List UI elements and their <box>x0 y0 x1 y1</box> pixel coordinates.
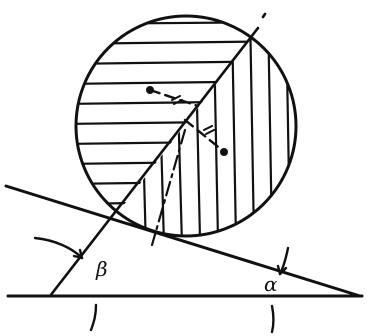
r-mark-2 <box>203 125 215 135</box>
vertical-dashdot-line <box>150 128 187 247</box>
beta-label: β <box>95 257 108 281</box>
diagonal-axis-line <box>48 26 260 298</box>
beta-arrow-head <box>72 248 84 260</box>
center-dash-segment-2 <box>183 118 224 152</box>
alpha-label: α <box>264 272 278 296</box>
vertical-hatching <box>140 16 292 236</box>
inclined-plane-line <box>4 184 362 298</box>
alpha-lower-arc <box>270 304 275 334</box>
sphere-outline <box>74 14 298 238</box>
beta-lower-arc <box>89 303 98 332</box>
alpha-upper-arrow <box>276 264 288 276</box>
axis-end-dot <box>261 12 267 19</box>
r-mark-1 <box>171 95 183 105</box>
beta-angle-arc <box>33 236 84 260</box>
center-point-dot <box>146 86 154 94</box>
end-point-dot <box>220 148 228 156</box>
